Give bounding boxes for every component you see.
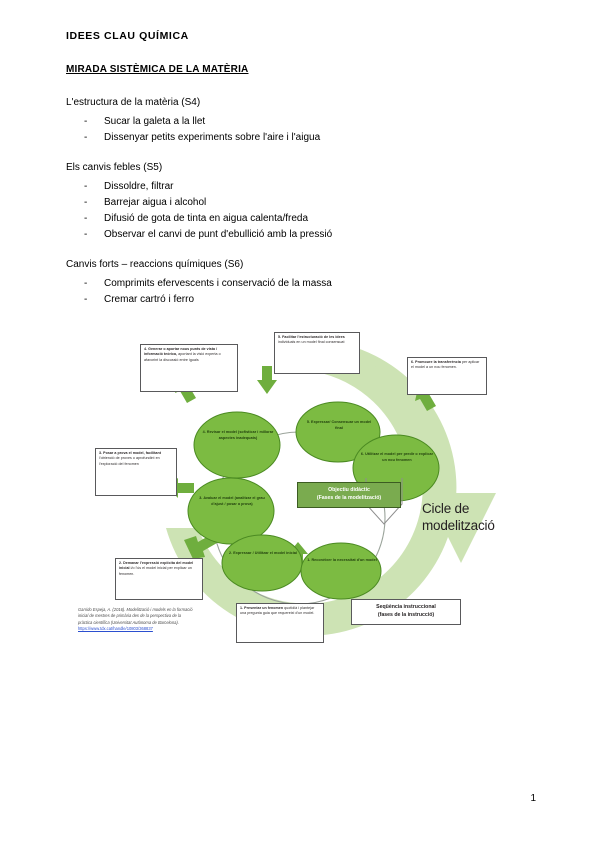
legend-objective: Objectiu didàctic (Fases de la modelitza… xyxy=(297,482,401,508)
instruction-box-2-bold: 2. Demanar l'expressió explícita del mod… xyxy=(119,561,194,571)
list-item: - Cremar cartró i ferro xyxy=(66,292,536,308)
document-subtitle: MIRADA SISTÈMICA DE LA MATÈRIA xyxy=(66,64,249,75)
cycle-title-line2: modelització xyxy=(422,518,495,533)
document-body: IDEES CLAU QUÍMICA MIRADA SISTÈMICA DE L… xyxy=(66,30,536,324)
legend-sequence: Seqüència instruccional (fases de la ins… xyxy=(351,599,461,625)
instruction-box-5-bold: 5. Facilitar l'estructuració de les idee… xyxy=(278,335,345,339)
ellipse-label-4: 4. Revisar el model (sofisticar i millor… xyxy=(202,430,274,440)
bullet-dash: - xyxy=(84,181,88,192)
section-canvis-febles: Els canvis febles (S5) - Dissoldre, filtr… xyxy=(66,162,536,243)
bullet-dash: - xyxy=(84,213,88,224)
cycle-title-line1: Cicle de xyxy=(422,501,470,516)
instruction-box-4-bold: 4. Generar o aportar nous punts de vista… xyxy=(144,347,218,357)
instruction-box-1-bold: 1. Presentar un fenomen xyxy=(240,606,284,610)
section-canvis-forts: Canvis forts – reaccions químiques (S6) … xyxy=(66,259,536,308)
instruction-box-6-rest: per aplicar el model a un nou fenomen. xyxy=(411,360,480,370)
instruction-box-4-rest: aportant la visió experta o afavorint la… xyxy=(144,352,221,362)
list-item-label: Comprimits efervescents i conservació de… xyxy=(104,278,332,289)
list-item: - Sucar la galeta a la llet xyxy=(66,114,536,130)
instruction-box-1-rest: quotidià i plantejar una pregunta guia q… xyxy=(240,606,315,616)
section-list: - Sucar la galeta a la llet - Dissenyar pe… xyxy=(66,114,536,146)
legend-objective-line2: (Fases de la modelització) xyxy=(316,495,382,501)
list-item-label: Sucar la galeta a la llet xyxy=(104,116,206,127)
instruction-box-2: 2. Demanar l'expressió explícita del mod… xyxy=(115,558,203,600)
citation-url[interactable]: https://www.tdx.cat/handle/10803/368837 xyxy=(78,626,153,632)
instruction-box-3-bold: 3. Posar a prova el model, facilitant xyxy=(99,451,161,455)
instruction-box-6-bold: 6. Promoure la transferència xyxy=(411,360,461,364)
page-number: 1 xyxy=(530,793,536,804)
list-item: - Dissenyar petits experiments sobre l'ai… xyxy=(66,130,536,146)
list-item-label: Observar el canvi de punt d'ebullició am… xyxy=(104,229,333,240)
section-list: - Comprimits efervescents i conservació d… xyxy=(66,276,536,308)
bullet-dash: - xyxy=(84,197,88,208)
section-list: - Dissoldre, filtrar - Barrejar aigua i al… xyxy=(66,179,536,243)
cycle-diagram-graphic xyxy=(166,340,496,636)
section-heading: Canvis forts – reaccions químiques (S6) xyxy=(66,259,244,270)
instruction-box-5-rest: individuals en un model final consensuat xyxy=(278,340,345,345)
instruction-box-4: 4. Generar o aportar nous punts de vista… xyxy=(140,344,238,392)
bullet-dash: - xyxy=(84,229,88,240)
list-item-label: Cremar cartró i ferro xyxy=(104,294,195,305)
list-item: - Observar el canvi de punt d'ebullició a… xyxy=(66,227,536,243)
legend-sequence-line1: Seqüència instruccional xyxy=(376,604,436,610)
modelling-cycle-figure: 4. Revisar el model (sofisticar i millor… xyxy=(66,318,536,688)
list-item-label: Dissoldre, filtrar xyxy=(104,181,174,192)
section-heading: Els canvis febles (S5) xyxy=(66,162,163,173)
ellipse-label-5: 5. Expressar/ Consensuar un model final xyxy=(306,420,372,430)
list-item-label: Barrejar aigua i alcohol xyxy=(104,197,207,208)
bullet-dash: - xyxy=(84,132,88,143)
figure-citation: Garrido Espeja, A. (2016). Modelització … xyxy=(78,607,196,633)
legend-sequence-line2: (fases de la instrucció) xyxy=(377,612,435,618)
bullet-dash: - xyxy=(84,116,88,127)
cycle-title: Cicle de modelització xyxy=(422,500,495,534)
list-item: - Comprimits efervescents i conservació d… xyxy=(66,276,536,292)
page-title: IDEES CLAU QUÍMICA xyxy=(66,30,189,42)
legend-objective-line1: Objectiu didàctic xyxy=(328,487,370,493)
ellipse-label-6: 6. Utilitzar el model per predir o expli… xyxy=(360,452,434,462)
ellipse-label-1: 1. Reconèixer la necessitat d'un model xyxy=(307,558,377,562)
section-estructura: L'estructura de la matèria (S4) - Sucar l… xyxy=(66,97,536,146)
bullet-dash: - xyxy=(84,278,88,289)
cycle-ellipses xyxy=(187,401,440,600)
ellipse-label-2: 2. Expressar / Utilitzar el model inicia… xyxy=(228,551,298,555)
instruction-box-1: 1. Presentar un fenomen quotidià i plant… xyxy=(236,603,324,643)
instruction-box-3: 3. Posar a prova el model, facilitant l'… xyxy=(95,448,177,496)
list-item: - Barrejar aigua i alcohol xyxy=(66,195,536,211)
list-item: - Difusió de gota de tinta en aigua calen… xyxy=(66,211,536,227)
ellipse-label-3: 3. Avaluar el model (analitzar el grau d… xyxy=(199,496,265,506)
section-heading: L'estructura de la matèria (S4) xyxy=(66,97,201,108)
instruction-box-5: 5. Facilitar l'estructuració de les idee… xyxy=(274,332,360,374)
list-item-label: Difusió de gota de tinta en aigua calent… xyxy=(104,213,309,224)
instruction-box-2-rest: i/o l'ús el model inicial per explicar u… xyxy=(119,566,192,576)
list-item-label: Dissenyar petits experiments sobre l'air… xyxy=(104,132,321,143)
bullet-dash: - xyxy=(84,294,88,305)
instruction-box-6: 6. Promoure la transferència per aplicar… xyxy=(407,357,487,395)
instruction-box-3-rest: l'obtenció de proves o aprofundint en l'… xyxy=(99,456,160,466)
citation-text: Garrido Espeja, A. (2016). Modelització … xyxy=(78,607,193,625)
list-item: - Dissoldre, filtrar xyxy=(66,179,536,195)
